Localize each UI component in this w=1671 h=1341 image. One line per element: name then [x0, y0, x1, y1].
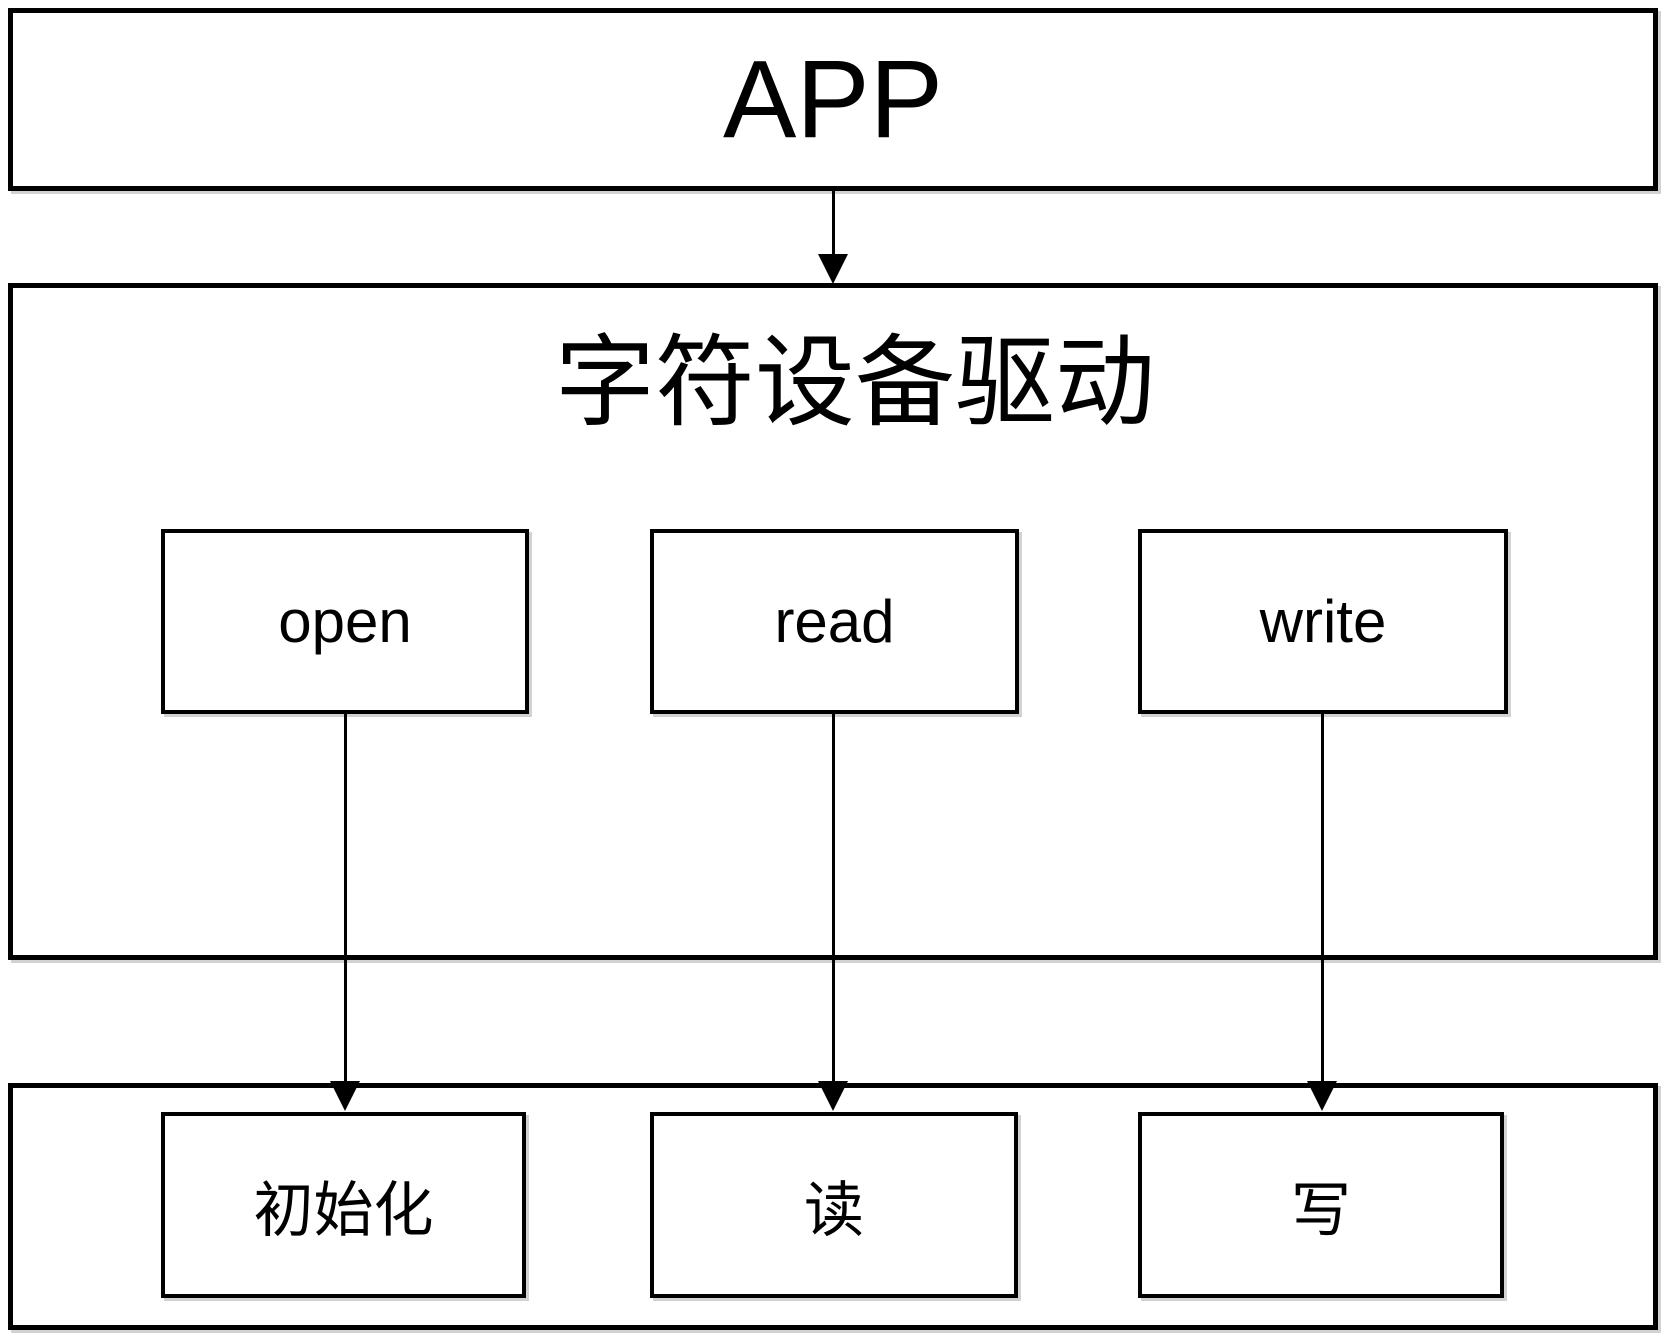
open-box: open [161, 529, 529, 714]
init-box-label: 初始化 [253, 1176, 434, 1244]
arrow-write-to-write-cn-icon [1307, 714, 1337, 1111]
arrow-shaft [343, 714, 347, 1085]
read-box-label: read [774, 588, 895, 655]
init-box: 初始化 [161, 1112, 526, 1298]
driver-box-title: 字符设备驱动 [555, 327, 1155, 439]
driver-box: 字符设备驱动 open read write [8, 283, 1658, 960]
arrowhead-down-icon [818, 254, 848, 284]
arrow-read-to-read-cn-icon [818, 714, 848, 1111]
app-box-label: APP [722, 37, 944, 161]
read-cn-box: 读 [650, 1112, 1018, 1298]
write-box-label: write [1259, 588, 1387, 655]
arrowhead-down-icon [1307, 1081, 1337, 1111]
read-box: read [650, 529, 1019, 714]
arrow-shaft [831, 191, 835, 258]
arrow-shaft [1320, 714, 1324, 1085]
arrow-shaft [831, 714, 835, 1085]
write-box: write [1138, 529, 1508, 714]
arrow-app-to-driver-icon [818, 191, 848, 284]
read-cn-box-label: 读 [804, 1176, 864, 1244]
app-box: APP [8, 8, 1658, 191]
arrowhead-down-icon [818, 1081, 848, 1111]
arrowhead-down-icon [330, 1081, 360, 1111]
write-cn-box-label: 写 [1291, 1176, 1351, 1244]
open-box-label: open [278, 588, 412, 655]
hardware-box: 初始化 读 写 [8, 1083, 1658, 1330]
write-cn-box: 写 [1138, 1112, 1504, 1298]
arrow-open-to-init-icon [330, 714, 360, 1111]
